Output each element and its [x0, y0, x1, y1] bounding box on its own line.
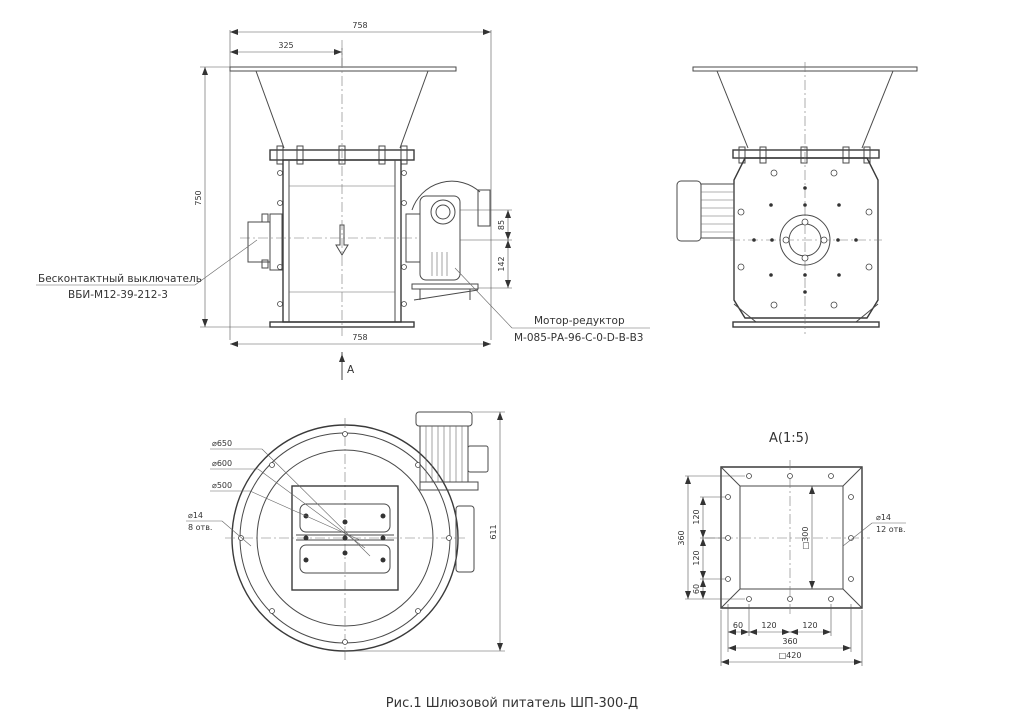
detail-a: A(1:5) 360 120 120 60: [677, 431, 906, 666]
side-motor: [676, 180, 735, 242]
dia-600-label: ⌀600: [212, 459, 232, 468]
detail-dim-120-lower: 120: [692, 550, 701, 565]
dim-width-top: 758: [229, 21, 492, 340]
sensor-callout: Бесконтактный выключатель ВБИ-М12-39-212…: [36, 239, 258, 301]
side-view: [676, 62, 918, 334]
dim-inlet-offset: 325: [230, 41, 343, 66]
dim-label-325: 325: [278, 41, 293, 50]
body-bolts: [277, 170, 407, 307]
sensor-callout-name: Бесконтактный выключатель: [38, 273, 202, 285]
detail-hole-dia: ⌀14: [876, 513, 891, 522]
detail-inner-opening: [739, 485, 844, 590]
detail-dim-square-420: □420: [779, 651, 802, 660]
top-view: ⌀650 ⌀600 ⌀500 ⌀14 8 отв. 611: [186, 411, 505, 660]
inlet-hopper: [229, 66, 457, 149]
dim-motor: 85 142: [460, 209, 512, 289]
inlet-frame: [291, 485, 399, 591]
detail-vertical-dims: 360 120 120 60: [677, 475, 745, 600]
diameter-callouts: ⌀650 ⌀600 ⌀500 ⌀14 8 отв.: [186, 439, 371, 557]
side-holes: [737, 169, 873, 309]
figure-caption: Рис.1 Шлюзовой питатель ШП-300-Д: [386, 696, 638, 711]
detail-a-title: A(1:5): [769, 431, 809, 446]
flange-bolts: [276, 145, 408, 165]
detail-outer-flange: [720, 466, 863, 609]
detail-dim-120-upper: 120: [692, 509, 701, 524]
detail-dim-360-v: 360: [677, 530, 686, 545]
frame-bolts: [303, 513, 386, 563]
dim-label-758-bottom: 758: [352, 333, 367, 342]
detail-horizontal-dims: 60 120 120 360 □420: [720, 604, 863, 666]
detail-opening-dim: □300: [801, 486, 815, 589]
bottom-flange: [269, 321, 415, 328]
detail-hole-count: 12 отв.: [876, 525, 906, 534]
side-body: [733, 157, 879, 319]
dia-650-label: ⌀650: [212, 439, 232, 448]
dim-label-611: 611: [489, 524, 498, 539]
detail-hole-callout: ⌀14 12 отв.: [842, 513, 906, 547]
dim-width-bottom: 758: [230, 333, 491, 347]
ring-bolt-holes: [238, 431, 452, 645]
proximity-sensor: [247, 213, 283, 271]
section-marker-label: A: [347, 364, 355, 376]
top-motor: [415, 411, 489, 573]
dim-label-758-top: 758: [352, 21, 367, 30]
detail-dim-120-right: 120: [802, 621, 817, 630]
dim-label-142: 142: [497, 256, 506, 271]
motor-gearbox: [405, 180, 491, 301]
detail-holes: [725, 473, 854, 602]
motor-callout-name: Мотор-редуктор: [534, 315, 625, 327]
detail-dim-120-left: 120: [761, 621, 776, 630]
sensor-callout-model: ВБИ-М12-39-212-3: [68, 289, 168, 301]
dim-depth: 611: [345, 411, 505, 652]
dim-label-85: 85: [497, 220, 506, 230]
dim-height: 750: [194, 66, 270, 328]
detail-dim-60-v: 60: [692, 584, 701, 594]
detail-dim-square-300: □300: [801, 527, 810, 550]
hole-count-label: 8 отв.: [188, 523, 212, 532]
dia-500-label: ⌀500: [212, 481, 232, 490]
detail-dim-360-h: 360: [782, 637, 797, 646]
dim-label-750: 750: [194, 190, 203, 205]
flow-direction-arrow: [335, 224, 349, 256]
motor-callout-model: М-085-РА-96-С-0-D-В-В3: [514, 332, 643, 344]
motor-callout: Мотор-редуктор М-085-РА-96-С-0-D-В-В3: [454, 267, 650, 344]
hole-dia-label: ⌀14: [188, 511, 203, 520]
front-view: 758 325 750 758 85 142: [36, 21, 650, 380]
detail-dim-60-h: 60: [733, 621, 743, 630]
section-marker-a: A: [339, 352, 355, 380]
